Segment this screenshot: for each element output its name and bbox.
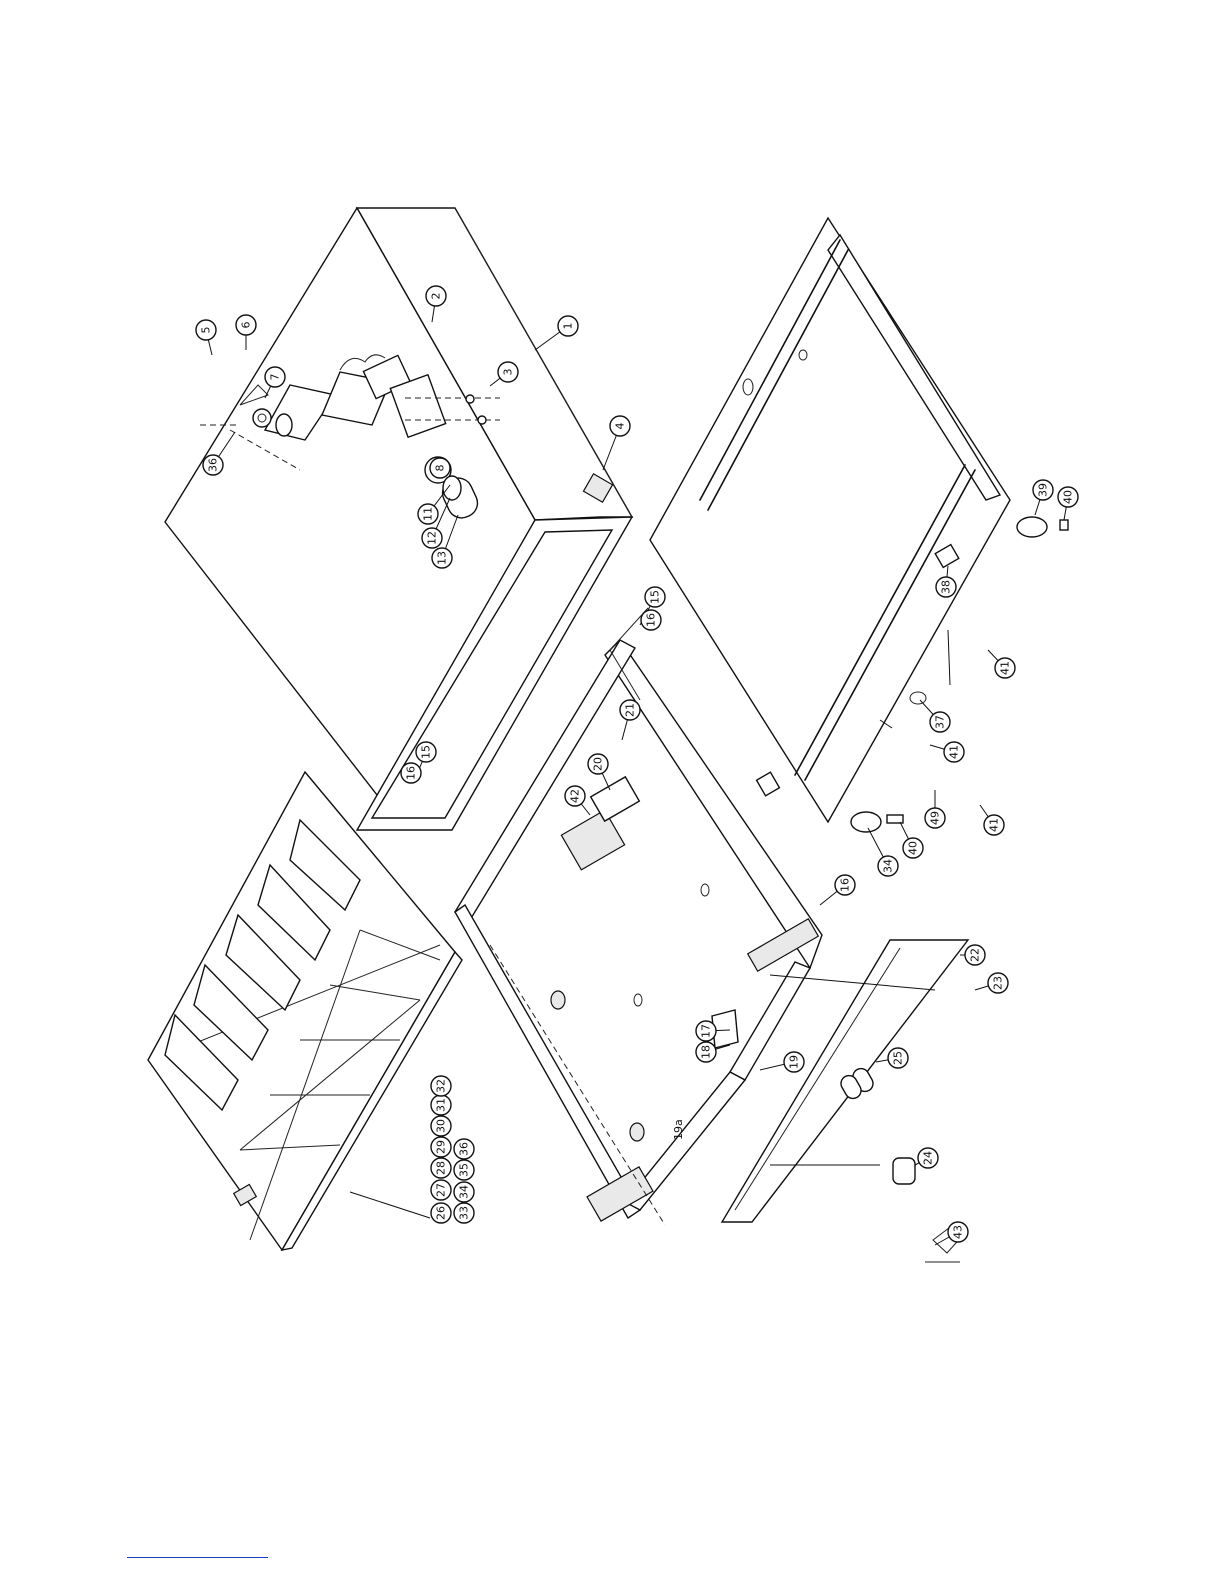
callout-c41b: 41 [930, 742, 964, 762]
callout-number: 24 [922, 1151, 935, 1165]
callout-number: 8 [434, 465, 447, 472]
callout-number: 16 [839, 878, 852, 892]
callout-c33: 33 [454, 1203, 474, 1223]
callout-c27: 27 [431, 1180, 451, 1200]
callout-c4: 4 [603, 416, 630, 470]
callout-number: 41 [988, 818, 1001, 832]
callout-number: 38 [940, 580, 953, 594]
callout-c30: 30 [431, 1116, 451, 1136]
callout-c32: 32 [431, 1076, 451, 1096]
footer-rule [127, 1557, 268, 1558]
callout-number: 19 [788, 1055, 801, 1069]
callout-c37: 37 [920, 700, 950, 732]
callout-number: 36 [458, 1142, 471, 1156]
callout-number: 15 [649, 590, 662, 604]
callout-number: 49 [929, 811, 942, 825]
callout-c5: 5 [196, 320, 216, 355]
callout-number: 32 [435, 1079, 448, 1093]
callout-number: 40 [1062, 490, 1075, 504]
callout-c16a: 16 [401, 763, 421, 783]
callout-number: 5 [200, 327, 213, 334]
callout-number: 1 [562, 323, 575, 330]
front-panel [722, 940, 968, 1222]
callout-number: 40 [907, 841, 920, 855]
callout-number: 17 [700, 1024, 713, 1038]
callout-number: 12 [426, 531, 439, 545]
callout-number: 4 [614, 423, 627, 430]
callout-c8: 8 [430, 458, 450, 478]
callout-number: 22 [969, 948, 982, 962]
callout-number: 26 [435, 1206, 448, 1220]
callout-number: 43 [952, 1225, 965, 1239]
callout-c23: 23 [975, 973, 1008, 993]
callout-c34: 34 [454, 1182, 474, 1202]
callout-number: 16 [405, 766, 418, 780]
callout-number: 6 [240, 322, 253, 329]
callout-number: 31 [435, 1098, 448, 1112]
callout-c21: 21 [620, 700, 640, 740]
callout-c42: 42 [565, 786, 590, 815]
callout-c36a: 36 [454, 1139, 474, 1159]
callout-number: 28 [435, 1161, 448, 1175]
callout-number: 3 [502, 369, 515, 376]
callout-c43: 43 [935, 1222, 968, 1245]
callout-number: 21 [624, 703, 637, 717]
callout-number: 18 [700, 1045, 713, 1059]
callout-number: 25 [892, 1051, 905, 1065]
callout-number: 16 [645, 613, 658, 627]
callout-number: 35 [458, 1163, 471, 1177]
cash-tray [148, 772, 462, 1250]
callout-c16b: 16 [641, 610, 661, 630]
callout-c16c: 16 [820, 875, 855, 905]
callout-c34b: 34 [868, 828, 898, 876]
callout-c6: 6 [236, 315, 256, 350]
callout-number: 11 [422, 507, 435, 521]
callout-c24: 24 [915, 1148, 938, 1168]
callout-c40b: 40 [900, 822, 923, 858]
callout-number: 34 [882, 859, 895, 873]
callout-number: 13 [436, 551, 449, 565]
inline-label-l19a: 19a [672, 1119, 685, 1140]
callout-c31: 31 [431, 1095, 451, 1115]
bottom-plate [650, 218, 1010, 822]
callout-c28: 28 [431, 1158, 451, 1178]
callout-c29: 29 [431, 1137, 451, 1157]
callout-number: 39 [1037, 483, 1050, 497]
callout-number: 37 [934, 715, 947, 729]
callout-c22: 22 [960, 945, 985, 965]
callout-c35: 35 [454, 1160, 474, 1180]
callout-c41c: 41 [980, 805, 1004, 835]
callout-number: 33 [458, 1206, 471, 1220]
callout-c26: 26 [431, 1203, 451, 1223]
callout-number: 23 [992, 976, 1005, 990]
callout-c39: 39 [1033, 480, 1053, 515]
callout-c40a: 40 [1058, 487, 1078, 520]
callout-c49: 49 [925, 790, 945, 828]
callout-number: 34 [458, 1185, 471, 1199]
callout-number: 41 [999, 661, 1012, 675]
callout-number: 36 [207, 458, 220, 472]
callout-number: 2 [430, 293, 443, 300]
callout-number: 7 [269, 374, 282, 381]
callout-number: 42 [569, 789, 582, 803]
callout-number: 29 [435, 1140, 448, 1154]
callout-number: 15 [420, 745, 433, 759]
callout-c20: 20 [588, 754, 610, 790]
callout-c41a: 41 [988, 650, 1015, 678]
callout-c1: 1 [535, 316, 578, 350]
callout-c19: 19 [760, 1052, 804, 1072]
callout-number: 41 [948, 745, 961, 759]
callout-number: 27 [435, 1183, 448, 1197]
callout-number: 30 [435, 1119, 448, 1133]
callout-number: 20 [592, 757, 605, 771]
